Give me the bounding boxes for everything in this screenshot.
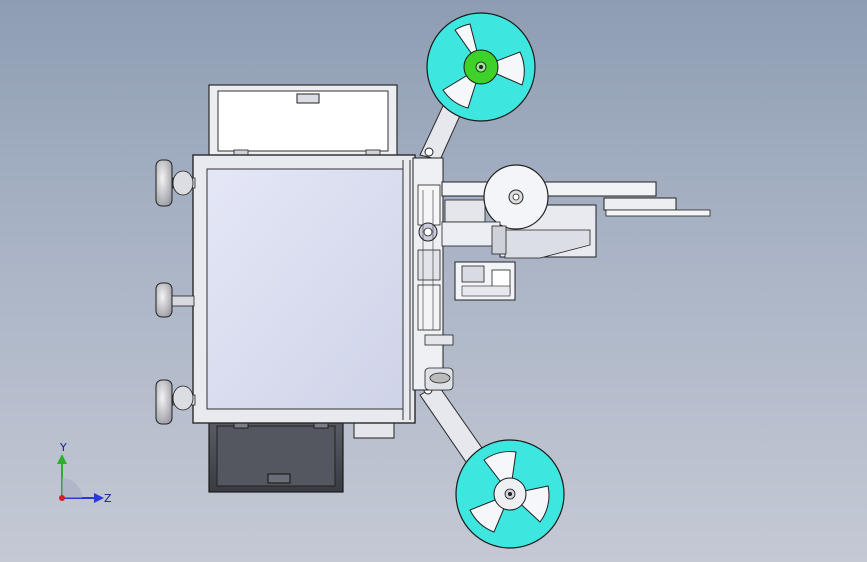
bottom-drawer <box>208 419 344 493</box>
main-housing <box>192 154 416 424</box>
triad-plane <box>62 478 82 498</box>
z-axis-arrow <box>94 493 104 503</box>
orientation-triad: Y Z <box>57 441 112 505</box>
handwheel-middle[interactable] <box>155 282 195 318</box>
upper-tape-reel[interactable] <box>426 12 536 122</box>
handwheel-bottom[interactable] <box>155 379 196 425</box>
x-axis-origin <box>59 495 65 501</box>
y-axis-label: Y <box>59 441 67 454</box>
top-lid <box>208 84 398 159</box>
lower-tape-reel[interactable] <box>455 439 565 549</box>
y-axis-arrow <box>57 454 67 464</box>
feed-pulley <box>483 164 597 259</box>
z-axis-label: Z <box>104 492 112 505</box>
drive-mechanism <box>412 157 454 391</box>
roller-assembly <box>441 221 516 301</box>
handwheel-top[interactable] <box>155 159 196 207</box>
